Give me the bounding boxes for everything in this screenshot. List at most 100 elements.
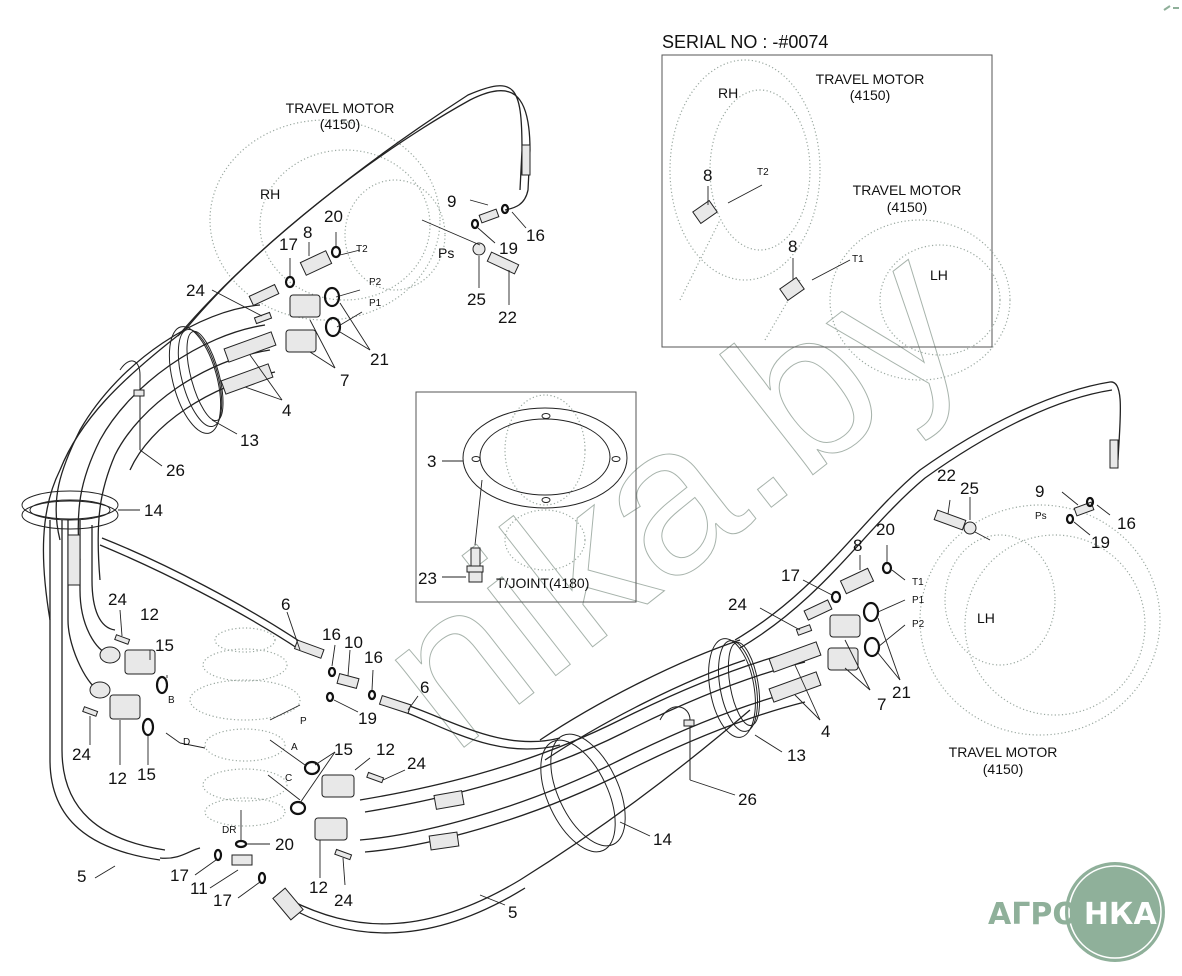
flange-12d [314,817,348,841]
gasket-inner [479,418,611,496]
rh-port-p2: P2 [369,277,382,288]
tjoint-label: T/JOINT(4180) [496,575,589,591]
ghost-tjoint [504,394,586,571]
clamp-13-lower [708,638,761,738]
o-ring-16b [367,689,377,701]
callout-16a: 16 [322,625,341,644]
callout-15c: 15 [334,740,353,759]
hose-braid [67,534,81,586]
bolt-22 [933,509,967,531]
callout-19: 19 [358,709,377,728]
lh-callout-17: 17 [781,566,800,585]
rh-callout-14: 14 [144,501,163,520]
washer-25 [963,521,977,535]
hose-fitting [272,887,304,921]
o-ring-20 [234,839,248,849]
lh-callout-24: 24 [728,595,747,614]
lh-callout-16: 16 [1117,514,1136,533]
lh-side-label: LH [977,610,995,626]
rh-motor-fittings [220,203,520,395]
hose-crimp [1109,439,1119,469]
clamp-14-lower [540,733,626,853]
rh-callout-24: 24 [186,281,205,300]
rh-port-ps: Ps [438,245,454,261]
o-ring-15a [155,675,169,695]
check-valve-8 [839,567,875,595]
rh-motor-title-line2: (4150) [320,116,360,132]
lh-callout-5: 5 [508,903,517,922]
o-ring-19 [325,691,335,703]
lh-motor-title-line2: (4150) [983,761,1023,777]
rh-motor-title-line1: TRAVEL MOTOR [286,100,395,116]
drain-plug-washer [466,565,484,573]
adapter [248,283,280,307]
inset-callout-8b: 8 [788,237,797,256]
tjoint-callout-23: 23 [418,569,437,588]
lh-callout-9: 9 [1035,482,1044,501]
callout-17a: 17 [170,866,189,885]
rh-callout-9: 9 [447,192,456,211]
washer-25 [472,242,486,256]
callout-24a: 24 [108,590,127,609]
port-dr: DR [222,825,236,836]
rh-callout-20: 20 [324,207,343,226]
lh-motor-title-line1: TRAVEL MOTOR [949,744,1058,760]
lh-callout-25: 25 [960,479,979,498]
o-ring-19 [470,218,480,230]
lh-callout-13: 13 [787,746,806,765]
port-p: P [300,716,307,727]
flange-12a [124,649,156,675]
callout-5: 5 [77,867,86,886]
callout-20: 20 [275,835,294,854]
callout-12a: 12 [140,605,159,624]
lh-callout-21: 21 [892,683,911,702]
rh-callout-13: 13 [240,431,259,450]
inset-callout-8a: 8 [703,166,712,185]
cable-tie-26-lower [659,706,695,780]
clamp-13-upper [168,326,224,434]
lh-callout-8: 8 [853,536,862,555]
o-ring-17b [257,871,267,885]
port-c: C [285,773,292,784]
split-flange-7a [289,294,321,318]
lh-port-p1: P1 [912,595,925,606]
hose-fitting [293,639,325,659]
inset-fitting-8a [692,199,718,225]
o-ring-15d [289,800,307,816]
rh-port-p1: P1 [369,298,382,309]
rh-callout-19: 19 [499,239,518,258]
split-flange-7b [827,647,859,671]
clamp-14-left [21,490,119,530]
o-ring-15c [303,760,321,776]
callout-12d: 12 [309,878,328,897]
lh-callout-7: 7 [877,695,886,714]
hose-end-4a [768,641,822,673]
o-ring-16 [1085,496,1095,508]
split-flange-7b [285,329,317,353]
hose-fitting [378,694,412,715]
callout-15a: 15 [155,636,174,655]
tee-11 [231,854,253,866]
o-ring-17 [830,590,842,604]
lh-callout-26: 26 [738,790,757,809]
tjoint-inset [415,391,637,603]
rh-callout-4: 4 [282,401,291,420]
bolt-24c [366,771,385,784]
o-ring-21b [324,316,342,338]
rh-callout-17: 17 [279,235,298,254]
serial-inset [661,54,1011,381]
flange-12c [321,774,355,798]
callout-16b: 16 [364,648,383,667]
inset-port-t2: T2 [757,167,769,178]
callout-24c: 24 [407,754,426,773]
callout-24d: 24 [334,891,353,910]
rh-callout-7: 7 [340,371,349,390]
ghost-lh-motor [919,504,1161,736]
o-ring-17 [284,275,296,289]
port-d: D [183,737,190,748]
adapter [803,599,833,621]
inset-fitting-8b [779,276,805,302]
lh-callout-22: 22 [937,466,956,485]
o-ring-21a [862,601,880,623]
drain-plug-23 [470,547,481,567]
